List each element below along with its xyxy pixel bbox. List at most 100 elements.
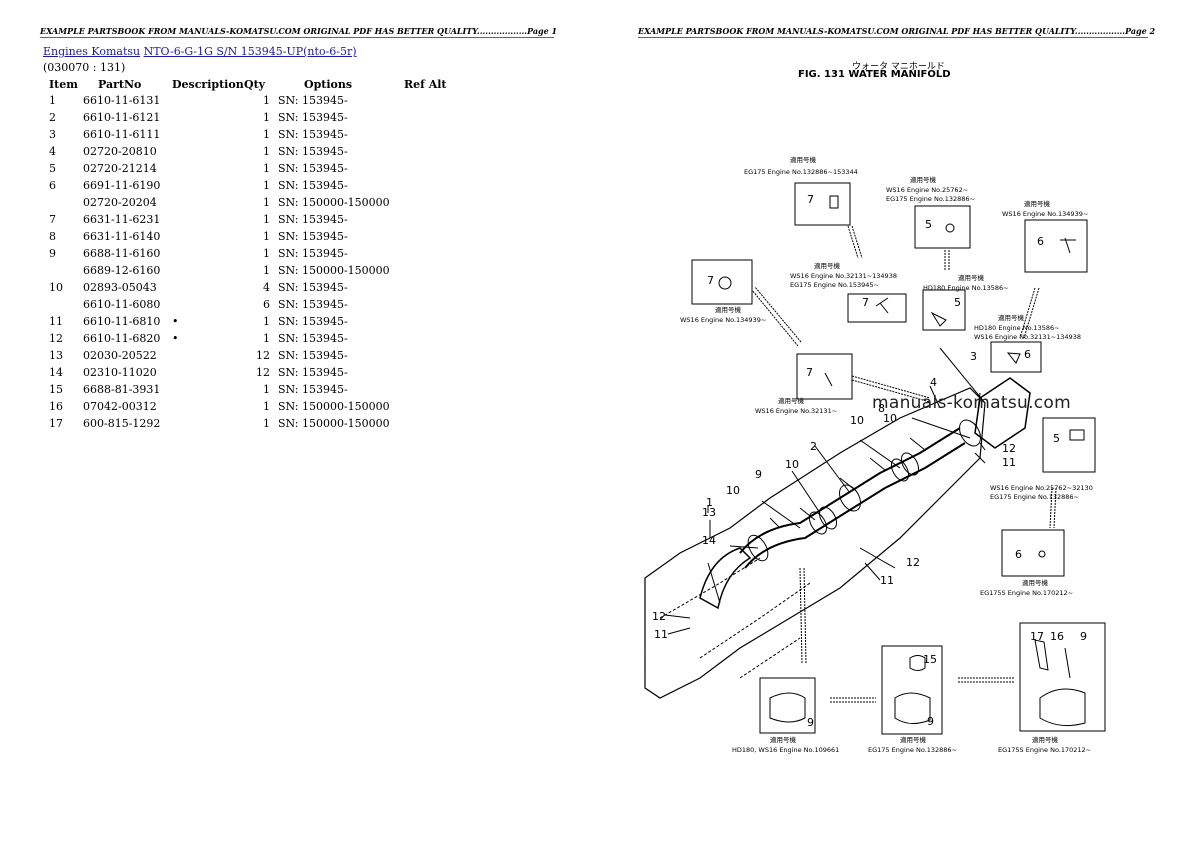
note-2b: EG175 Engine No.132886~	[886, 195, 975, 203]
callout-12: 12	[652, 610, 666, 623]
cell-partno: 6691-11-6190	[83, 179, 161, 192]
cell-ref-alt	[404, 126, 454, 143]
note-jp-2: 適用号機	[910, 175, 937, 184]
callout-5-b: 5	[954, 296, 961, 309]
page-header-right: EXAMPLE PARTSBOOK FROM MANUALS-KOMATSU.C…	[638, 26, 1156, 38]
cell-ref-alt	[404, 364, 454, 381]
note-4b: EG175 Engine No.153945~	[790, 281, 879, 289]
cell-qty: 1	[263, 145, 270, 158]
cell-options: SN: 153945-	[278, 349, 348, 362]
model-link[interactable]: NTO-6-G-1G S/N 153945-UP(nto-6-5r)	[143, 45, 357, 58]
note-9b: EG175 Engine No.132886~	[990, 493, 1079, 501]
cell-item	[44, 194, 83, 211]
callout-8: 8	[878, 402, 885, 415]
cell-partno: 02720-20810	[83, 145, 157, 158]
note-jp-3: 適用号機	[1024, 199, 1051, 208]
cell-qty: 1	[263, 179, 270, 192]
cell-description: •	[172, 315, 179, 328]
cell-item: 7	[49, 213, 56, 226]
breadcrumb: Engines Komatsu NTO-6-G-1G S/N 153945-UP…	[43, 45, 357, 58]
table-header-row: Item PartNo Description Qty Options Ref …	[44, 76, 454, 92]
cell-description	[172, 347, 244, 364]
cell-qty: 12	[256, 366, 270, 379]
cell-description	[172, 211, 244, 228]
cell-description	[172, 262, 244, 279]
callout-1: 1	[706, 496, 713, 509]
cell-options: SN: 150000-150000	[278, 196, 390, 209]
cell-partno: 6610-11-6131	[83, 94, 161, 107]
note-jp-7: 適用号機	[998, 313, 1025, 322]
cell-item: 11	[49, 315, 63, 328]
callout-11-c: 11	[880, 574, 894, 587]
callout-17: 17	[1030, 630, 1044, 643]
cell-ref-alt	[404, 330, 454, 347]
header-partno: PartNo	[98, 77, 142, 91]
cell-item: 10	[49, 281, 63, 294]
callout-7-a: 7	[807, 193, 814, 206]
cell-qty: 1	[263, 264, 270, 277]
cell-description	[172, 245, 244, 262]
note-13: EG175S Engine No.170212~	[998, 746, 1091, 754]
callout-2: 2	[810, 440, 817, 453]
cell-partno: 6631-11-6231	[83, 213, 161, 226]
cell-item: 2	[49, 111, 56, 124]
cell-description	[172, 381, 244, 398]
cell-options: SN: 153945-	[278, 111, 348, 124]
cell-description	[172, 143, 244, 160]
cell-description	[172, 126, 244, 143]
note-9a: WS16 Engine No.25762~32130	[990, 484, 1093, 492]
note-7b: WS16 Engine No.32131~134938	[974, 333, 1081, 341]
cell-options: SN: 153945-	[278, 162, 348, 175]
note-11: HD180, WS16 Engine No.109661	[732, 746, 839, 754]
cell-description	[172, 194, 244, 211]
header-qty: Qty	[244, 77, 266, 91]
cell-item: 12	[49, 332, 63, 345]
callout-13: 13	[702, 506, 716, 519]
cell-options: SN: 153945-	[278, 366, 348, 379]
cell-partno: 02720-20204	[83, 196, 157, 209]
note-1: EG175 Engine No.132886~153344	[744, 168, 858, 176]
cell-item: 9	[49, 247, 56, 260]
cell-item: 4	[49, 145, 56, 158]
cell-ref-alt	[404, 245, 454, 262]
callout-6-c: 6	[1015, 548, 1022, 561]
cell-ref-alt	[404, 398, 454, 415]
cell-description	[172, 296, 244, 313]
cell-qty: 1	[263, 196, 270, 209]
cell-qty: 1	[263, 162, 270, 175]
cell-ref-alt	[404, 160, 454, 177]
cell-partno: 02720-21214	[83, 162, 157, 175]
cell-qty: 1	[263, 247, 270, 260]
cell-qty: 12	[256, 349, 270, 362]
note-jp-8: 適用号機	[778, 396, 805, 405]
engines-komatsu-link[interactable]: Engines Komatsu	[43, 45, 141, 58]
cell-description	[172, 177, 244, 194]
table-row: 02720-20204 1 SN: 150000-150000	[44, 194, 454, 211]
cell-description	[172, 228, 244, 245]
exploded-view-svg: 13 14 12 11 1 10 9 10 2 10 10 8 4 3 12 1…	[644, 155, 1106, 754]
cell-partno: 07042-00312	[83, 400, 157, 413]
cell-partno: 02310-11020	[83, 366, 157, 379]
cell-qty: 1	[263, 94, 270, 107]
cell-partno: 02893-05043	[83, 281, 157, 294]
cell-description	[172, 415, 244, 432]
cell-qty: 4	[263, 281, 270, 294]
cell-ref-alt	[404, 415, 454, 432]
cell-description	[172, 398, 244, 415]
figure-title: FIG. 131 WATER MANIFOLD	[798, 69, 951, 80]
cell-partno: 6610-11-6111	[83, 128, 161, 141]
cell-partno: 02030-20522	[83, 349, 157, 362]
note-jp-10: 適用号機	[1022, 578, 1049, 587]
